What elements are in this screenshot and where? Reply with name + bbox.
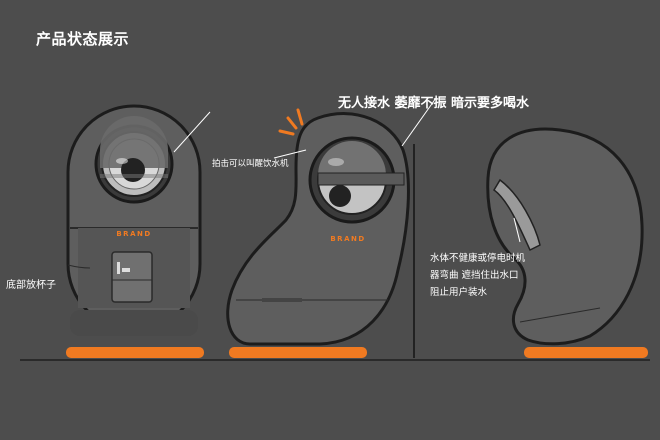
eye-icon: [308, 136, 405, 224]
annotation-hint-drink: 无人接水 萎靡不振 暗示要多喝水: [338, 96, 530, 111]
base-pad: [66, 347, 204, 358]
cup-slot: [111, 251, 153, 303]
leader-line: [173, 111, 211, 153]
leader-line: [273, 149, 307, 159]
tap-marks-icon: [278, 108, 304, 136]
dispenser-bent-view: [486, 127, 644, 346]
page-title: 产品状态展示: [36, 30, 130, 48]
dispenser-front-view: BRAND: [66, 104, 202, 336]
brand-logo: BRAND: [116, 230, 151, 238]
base-pad: [229, 347, 367, 358]
annotation-tap-wake: 拍击可以叫醒饮水机: [212, 159, 289, 169]
eye-icon: [94, 116, 174, 204]
leader-line: [401, 97, 437, 147]
annotation-bottom-cup: 底部放杯子: [6, 280, 56, 291]
leader-line: [513, 217, 521, 243]
dispenser-sagging-view: BRAND: [226, 112, 410, 346]
brand-logo: BRAND: [330, 235, 365, 243]
annotation-unhealthy: 水体不健康或停电时机器弯曲 遮挡住出水口阻止用户装水: [430, 253, 526, 298]
base-pad: [524, 347, 648, 358]
